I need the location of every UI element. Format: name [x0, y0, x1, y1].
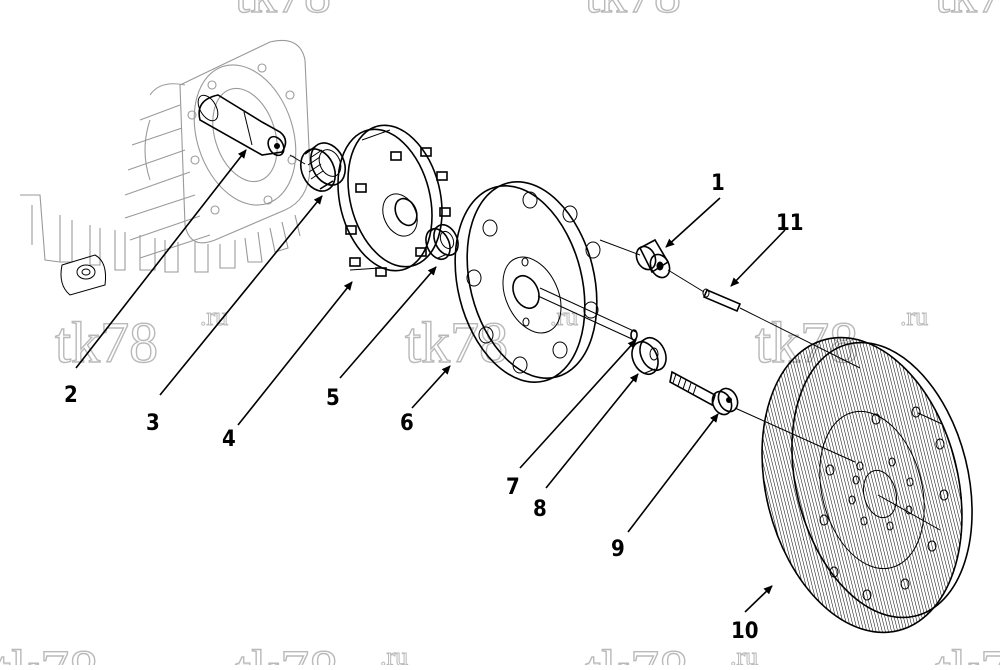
part-5-seal-ring	[425, 223, 459, 261]
watermark-bottom-2-suffix: .ru	[380, 642, 408, 665]
watermark-bottom-1: tk78	[0, 638, 98, 665]
part-2-crankshaft-end	[197, 94, 287, 157]
leader-6	[411, 365, 451, 409]
part-3-bearing	[299, 142, 347, 192]
callout-3: 3	[146, 411, 160, 436]
leader-5	[339, 266, 437, 379]
part-10-holes	[819, 406, 949, 601]
leader-arrows	[75, 149, 786, 613]
leader-3	[159, 195, 323, 396]
watermark-mid-2: tk78	[405, 310, 508, 375]
callout-6: 6	[400, 411, 414, 436]
assembly-centerlines	[289, 154, 943, 531]
watermark-bottom-3: tk78	[585, 638, 688, 665]
leader-7	[519, 339, 637, 469]
callout-8: 8	[533, 497, 547, 522]
part-9-bolt	[669, 370, 739, 416]
leader-9	[627, 413, 719, 533]
part-1-sleeve	[635, 238, 671, 279]
part-6-holes	[466, 191, 601, 374]
callout-7: 7	[506, 475, 520, 500]
part-6-drive-plate	[454, 181, 601, 383]
watermark-mid-1: tk78	[55, 310, 158, 375]
leader-4	[237, 281, 353, 426]
watermark-mid-2-suffix: .ru	[550, 302, 578, 331]
leader-2	[75, 149, 247, 369]
watermark-bottom-3-suffix: .ru	[730, 642, 758, 665]
watermark-top-3: tk78	[935, 0, 1000, 24]
watermark-top-2: tk78	[585, 0, 681, 24]
watermark-bottom-4: tk78	[935, 638, 1000, 665]
part-10-flywheel	[761, 336, 973, 634]
callout-9: 9	[611, 537, 625, 562]
watermark-bottom-2: tk78	[235, 638, 338, 665]
part-4-bolt-heads	[345, 147, 451, 277]
leader-8	[545, 373, 639, 489]
part-8-washer	[631, 336, 667, 376]
leader-11	[730, 229, 786, 287]
callout-10: 10	[731, 619, 759, 644]
callout-labels: 1 2 3 4 5 6 7 8 9 10 11	[64, 171, 804, 644]
callout-1: 1	[711, 171, 725, 196]
callout-2: 2	[64, 383, 78, 408]
watermark-mid-3-suffix: .ru	[900, 302, 928, 331]
callout-5: 5	[326, 386, 340, 411]
leader-10	[744, 585, 773, 613]
engine-block-outline	[20, 39, 311, 296]
leader-1	[665, 197, 721, 248]
part-11-dowel-pin	[702, 288, 742, 313]
callout-4: 4	[222, 427, 236, 452]
watermark-top-1: tk78	[235, 0, 331, 24]
callout-11: 11	[776, 211, 804, 236]
part-4-housing-plate	[337, 124, 451, 277]
